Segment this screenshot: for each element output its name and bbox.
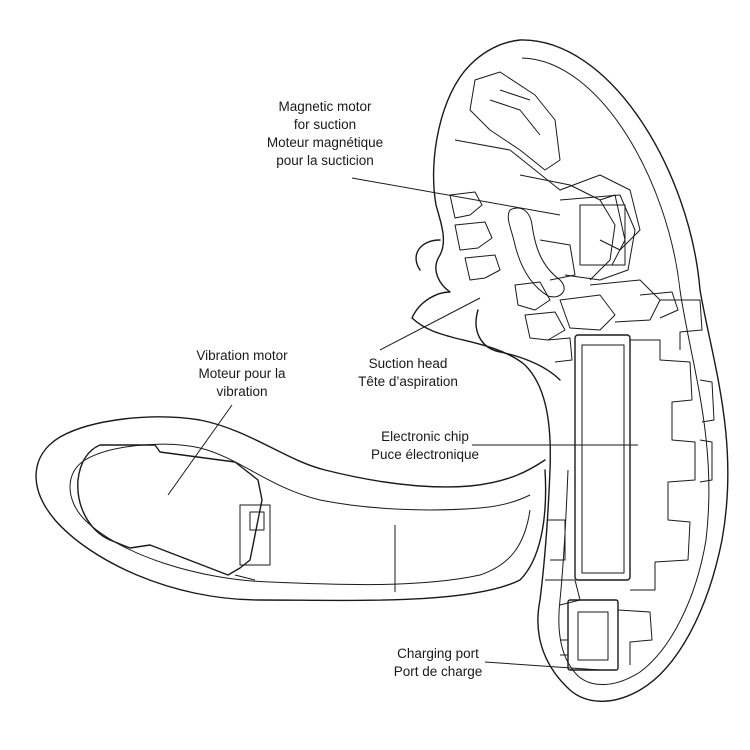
label-charging-port: Charging port Port de charge <box>394 645 483 681</box>
label-electronic-chip-line-2: Puce électronique <box>370 447 480 462</box>
label-suction-head-line-2: Tête d’aspiration <box>358 374 458 389</box>
magnetic-motor-assembly <box>449 71 679 341</box>
charging-port-assembly <box>560 599 653 671</box>
leader-magnetic-motor <box>351 177 561 216</box>
electronic-chip-assembly <box>545 299 715 606</box>
label-charging-port-line-1: Charging port <box>397 646 479 661</box>
label-suction-head-line-1: Suction head <box>368 356 448 371</box>
label-suction-head: Suction head Tête d’aspiration <box>358 355 458 391</box>
motor-end-cap <box>239 504 271 566</box>
motor-mount <box>234 574 256 581</box>
label-vibration-motor-line-1: Vibration motor <box>196 348 288 363</box>
motor-connector <box>249 511 265 531</box>
leader-charging-port <box>484 661 601 671</box>
upper-body-outline <box>411 39 729 702</box>
label-charging-port-line-2: Port de charge <box>393 664 483 679</box>
label-electronic-chip: Electronic chip Puce électronique <box>371 428 479 464</box>
label-magnetic-motor-line-2: for suction <box>293 117 357 132</box>
label-magnetic-motor-line-1: Magnetic motor <box>278 99 372 114</box>
leader-vibration-motor <box>167 404 233 496</box>
vibration-arm-outline <box>35 416 547 602</box>
label-electronic-chip-line-1: Electronic chip <box>381 429 469 444</box>
label-magnetic-motor: Magnetic motor for suction Moteur magnét… <box>267 98 383 170</box>
leader-suction-head <box>379 297 481 351</box>
label-magnetic-motor-line-4: pour la sucticion <box>276 153 374 168</box>
suction-head-outline <box>415 239 561 381</box>
vibration-motor-housing <box>77 444 263 576</box>
upper-body-inner-outline <box>521 57 710 686</box>
label-vibration-motor-line-2: Moteur pour la <box>198 366 286 381</box>
vibration-arm-inner-outline <box>69 443 531 586</box>
label-magnetic-motor-line-3: Moteur magnétique <box>266 135 384 150</box>
label-vibration-motor: Vibration motor Moteur pour la vibration <box>196 347 287 401</box>
label-vibration-motor-line-3: vibration <box>216 384 268 399</box>
